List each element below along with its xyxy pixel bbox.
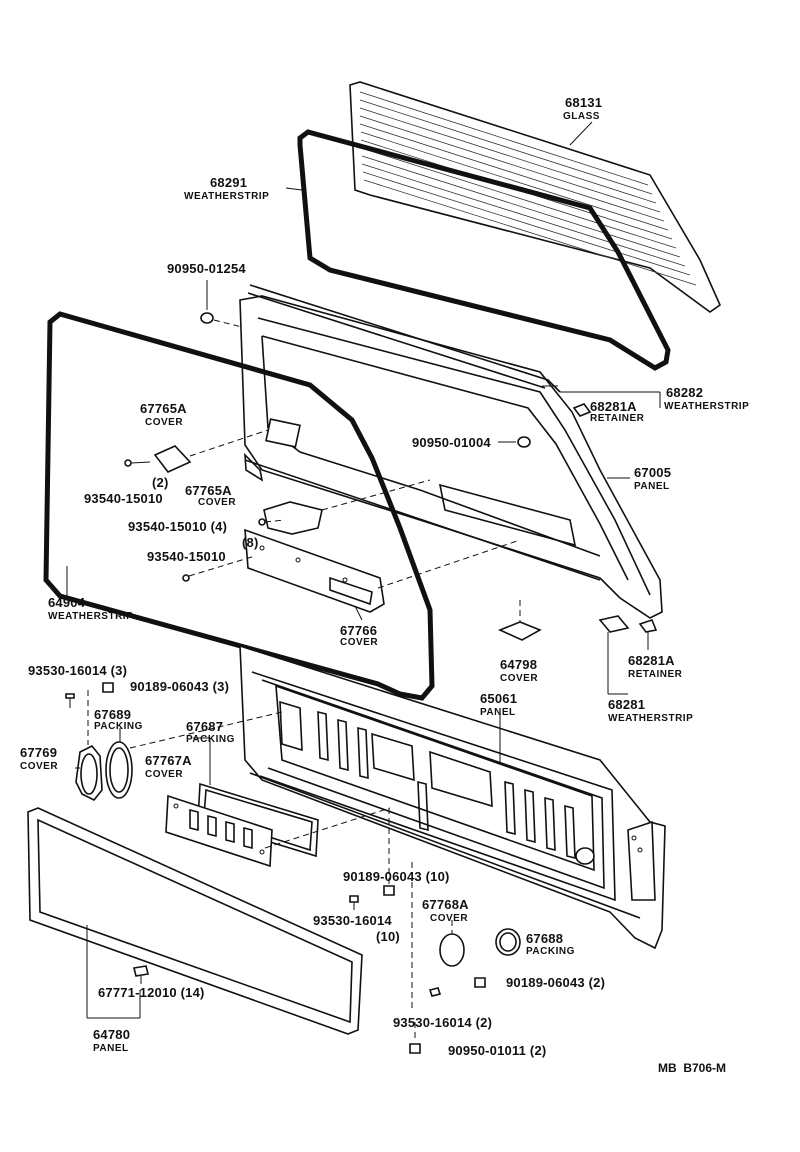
label-67765a-upper-qty: (2) xyxy=(152,475,169,490)
door-weatherstrip-part xyxy=(43,311,435,701)
label-90950-01004: 90950-01004 xyxy=(412,435,491,450)
label-67767a-name: COVER xyxy=(145,769,184,780)
trim-panel-part-64780 xyxy=(27,807,363,1035)
label-64904-num: 64904 xyxy=(48,595,86,610)
label-93530-b-qty: (10) xyxy=(376,929,400,944)
label-67766-num: 67766 xyxy=(340,623,378,638)
lower-weatherstrip-part xyxy=(598,615,658,695)
label-65061-name: PANEL xyxy=(480,707,516,718)
label-68281a-top-name: RETAINER xyxy=(590,413,645,424)
label-67688-num: 67688 xyxy=(526,931,564,946)
label-67687-name: PACKING xyxy=(186,734,235,745)
retainer-part-top xyxy=(572,403,592,417)
cover-part-67765a-upper xyxy=(124,429,269,473)
label-65061-num: 65061 xyxy=(480,691,518,706)
nut-part-90189-c xyxy=(474,977,486,988)
label-67765a-upper-num: 67765A xyxy=(140,401,187,416)
screw-part-93530-c xyxy=(411,862,442,1010)
cover-part-67767a xyxy=(165,794,273,868)
label-68291-num: 68291 xyxy=(210,175,248,190)
label-93530-b: 93530-16014 xyxy=(313,913,392,928)
label-68281a-top-num: 68281A xyxy=(590,399,637,414)
label-67766-name: COVER xyxy=(340,637,379,648)
label-68291-name: WEATHERSTRIP xyxy=(184,191,270,202)
label-68281-num: 68281 xyxy=(608,697,646,712)
label-67689-num: 67689 xyxy=(94,707,132,722)
label-93540-c: 93540-15010 xyxy=(147,549,226,564)
label-90189-a: 90189-06043 (3) xyxy=(130,679,230,694)
label-64780-num: 64780 xyxy=(93,1027,131,1042)
label-93530-c: 93530-16014 (2) xyxy=(393,1015,493,1030)
label-90950-01011: 90950-01011 (2) xyxy=(448,1043,547,1058)
label-64798-num: 64798 xyxy=(500,657,538,672)
label-68281a-bot-num: 68281A xyxy=(628,653,675,668)
cover-part-67769 xyxy=(75,744,103,802)
label-67689-name: PACKING xyxy=(94,721,143,732)
label-67769-num: 67769 xyxy=(20,745,58,760)
label-67765a-upper-name: COVER xyxy=(145,417,184,428)
grommet-part-01254 xyxy=(200,280,263,333)
label-67771: 67771-12010 (14) xyxy=(98,985,205,1000)
label-67005-num: 67005 xyxy=(634,465,672,480)
label-64798-name: COVER xyxy=(500,673,539,684)
cover-part-67766 xyxy=(182,528,521,613)
diagram-reference-code: MB B706-M xyxy=(658,1061,727,1075)
label-67005-name: PANEL xyxy=(634,481,670,492)
label-90950-01254: 90950-01254 xyxy=(167,261,246,276)
label-67765a-lower-num: 67765A xyxy=(185,483,232,498)
label-64780-name: PANEL xyxy=(93,1043,129,1054)
packing-part-67689 xyxy=(105,741,133,799)
label-90189-c: 90189-06043 (2) xyxy=(506,975,606,990)
grommet-part-01011 xyxy=(409,1022,421,1054)
label-67688-name: PACKING xyxy=(526,946,575,957)
grommet-part-01004 xyxy=(498,436,531,448)
label-93530-a: 93530-16014 (3) xyxy=(28,663,128,678)
label-67769-name: COVER xyxy=(20,761,59,772)
screw-part-93530-a xyxy=(65,682,114,745)
label-93540-b: 93540-15010 (4) xyxy=(128,519,228,534)
nut-part-90189-b xyxy=(349,808,395,910)
glass-weatherstrip-part xyxy=(297,129,671,371)
cover-part-67765a-lower xyxy=(258,479,431,535)
cover-part-64798 xyxy=(497,600,542,641)
label-67687-num: 67687 xyxy=(186,719,224,734)
label-68131-num: 68131 xyxy=(565,95,603,110)
clip-part-67771 xyxy=(133,965,149,984)
label-68281a-bot-name: RETAINER xyxy=(628,669,683,680)
label-67765a-lower-name: COVER xyxy=(198,497,237,508)
label-68281-name: WEATHERSTRIP xyxy=(608,713,694,724)
label-93540-a: 93540-15010 xyxy=(84,491,163,506)
cover-part-67768a xyxy=(439,920,465,967)
upper-door-panel-part xyxy=(239,284,663,619)
label-64904-name: WEATHERSTRIP xyxy=(48,611,134,622)
label-67768a-name: COVER xyxy=(430,913,469,924)
packing-part-67688 xyxy=(495,928,521,956)
tailgate-panel-part xyxy=(239,644,666,950)
label-68131-name: GLASS xyxy=(563,111,600,122)
label-68282-num: 68282 xyxy=(666,385,704,400)
label-90189-b: 90189-06043 (10) xyxy=(343,869,450,884)
label-67767a-num: 67767A xyxy=(145,753,192,768)
label-93540-b-qty: (8) xyxy=(242,535,259,550)
label-68282-name: WEATHERSTRIP xyxy=(664,401,750,412)
glass-part xyxy=(349,81,721,313)
label-67768a-num: 67768A xyxy=(422,897,469,912)
